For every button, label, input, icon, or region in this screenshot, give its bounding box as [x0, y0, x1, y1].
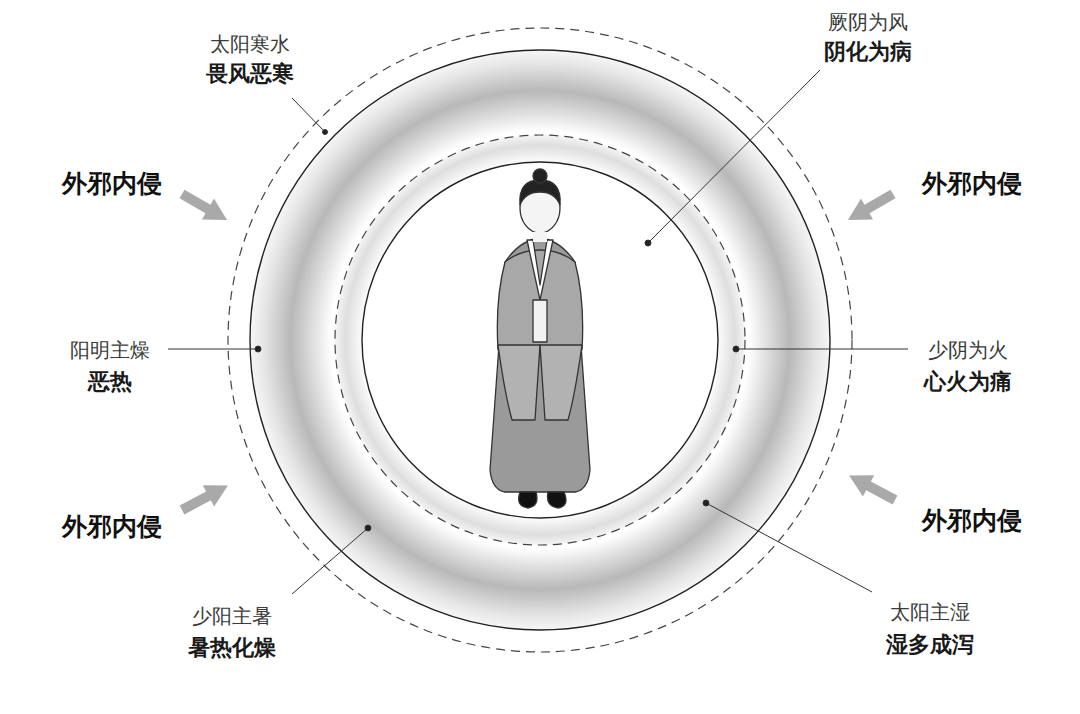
callout-label: 阴化为病 — [824, 39, 912, 65]
leader-dot — [365, 525, 371, 531]
leader-line — [292, 528, 368, 594]
callout-label: 太阳寒水 — [210, 32, 290, 56]
leader-dot — [733, 346, 739, 352]
invasion-label: 外邪内侵 — [922, 506, 1022, 536]
inward-arrow — [176, 184, 233, 231]
callout-label: 恶热 — [88, 369, 132, 395]
invasion-label: 外邪内侵 — [62, 512, 162, 542]
callout-label: 心火为痛 — [924, 369, 1012, 395]
leader-line — [292, 98, 325, 132]
outer-dashed-ring — [228, 28, 852, 652]
inward-arrow — [843, 465, 900, 511]
callout-label: 阳明主燥 — [70, 338, 150, 362]
leader-line — [706, 503, 872, 592]
invasion-label: 外邪内侵 — [62, 169, 162, 199]
person-figure — [490, 169, 590, 508]
callout-label: 厥阴为风 — [828, 10, 908, 34]
leader-dot — [703, 500, 709, 506]
leader-line — [168, 349, 258, 350]
leader-dot — [255, 346, 261, 352]
callout-label: 少阳主暑 — [192, 604, 272, 628]
inward-arrow — [176, 475, 233, 521]
leader-dot — [645, 240, 651, 246]
leader-lines — [168, 70, 908, 594]
callout-label: 少阴为火 — [928, 338, 1008, 362]
outer-solid-ring — [250, 50, 830, 630]
invasion-arrows — [176, 184, 901, 521]
callout-label: 湿多成泻 — [886, 632, 974, 658]
leader-line — [648, 70, 820, 243]
inward-arrow — [842, 184, 899, 231]
callout-label: 太阳主湿 — [890, 600, 970, 624]
callout-label: 暑热化燥 — [188, 635, 276, 661]
callout-label: 畏风恶寒 — [206, 61, 294, 87]
inner-solid-ring — [362, 162, 718, 518]
inner-dashed-ring — [335, 135, 745, 545]
leader-line — [736, 349, 908, 350]
invasion-label: 外邪内侵 — [922, 169, 1022, 199]
leader-dot — [323, 130, 328, 135]
